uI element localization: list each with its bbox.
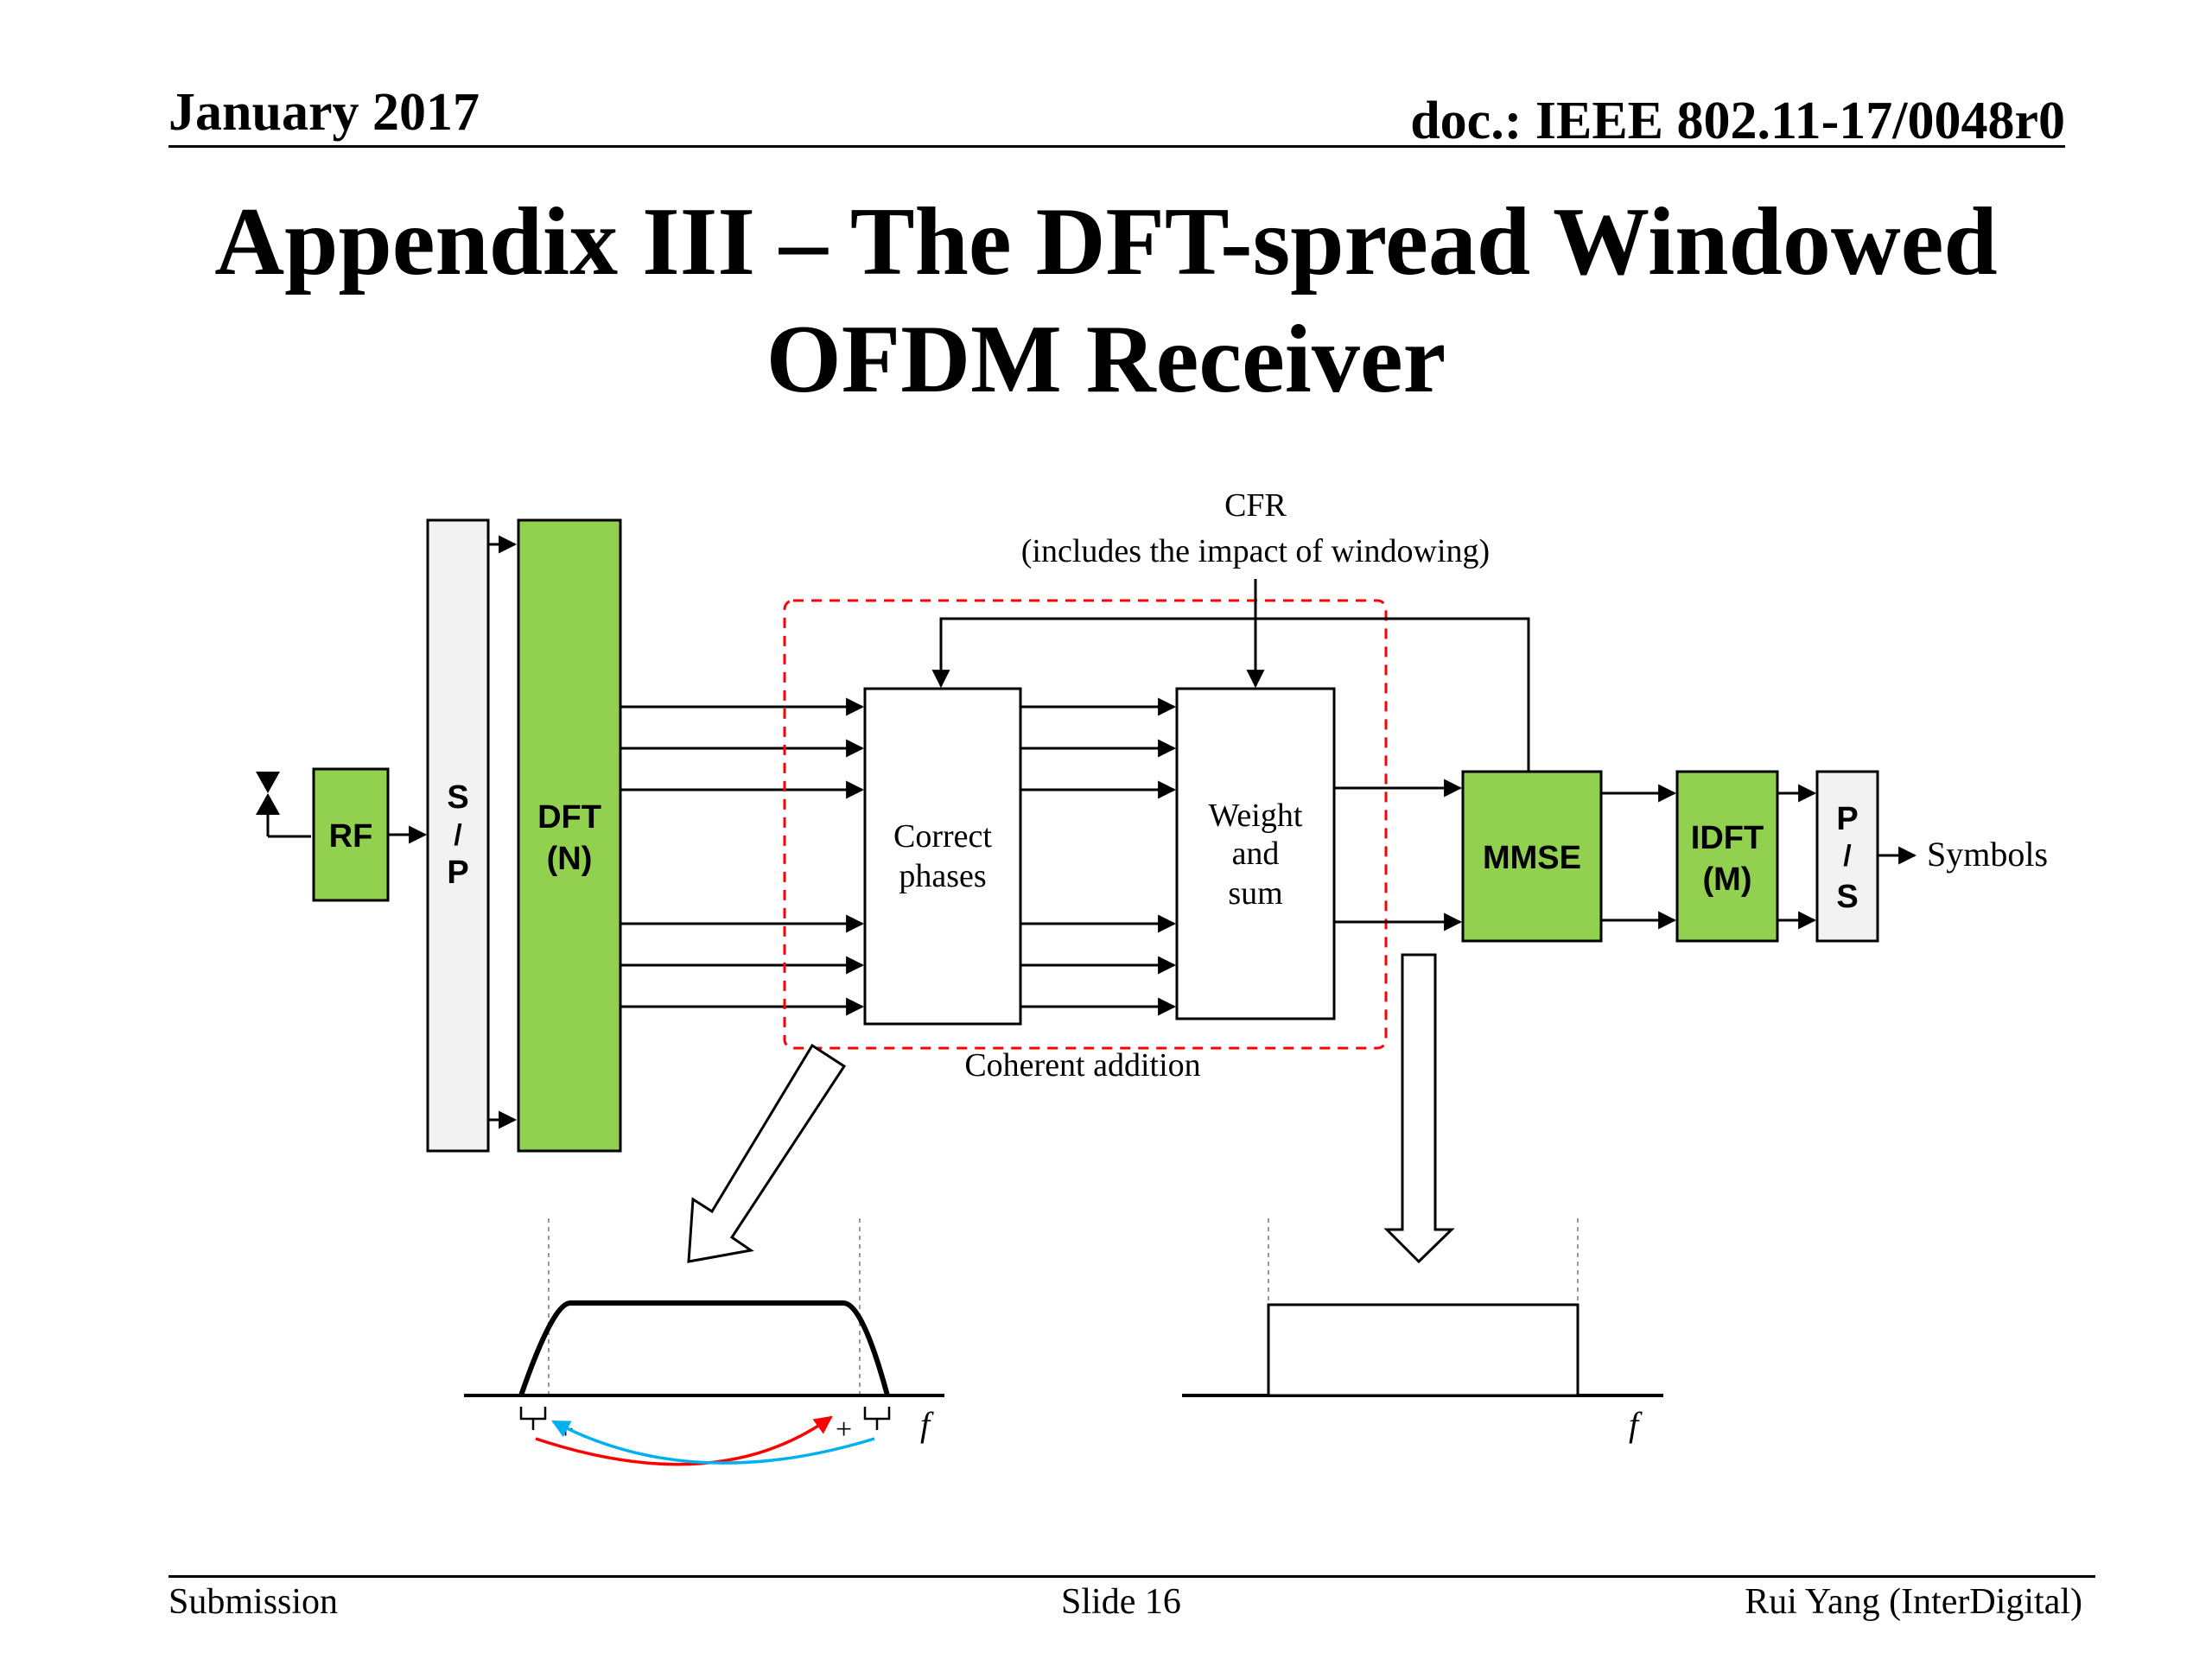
ps-label-top: P xyxy=(1836,801,1858,837)
symbols-label: Symbols xyxy=(1927,835,2048,874)
plus-right: + xyxy=(836,1414,852,1446)
antenna-icon xyxy=(256,772,311,838)
rf-label: RF xyxy=(329,818,373,855)
ps-label-bot: S xyxy=(1836,879,1858,915)
dft-block xyxy=(517,518,622,1153)
mmse-block xyxy=(1461,770,1603,943)
dft-output-arrows xyxy=(620,697,865,1016)
footer-rule xyxy=(168,1575,2095,1578)
correct-phases-line-1: Correct xyxy=(893,818,992,855)
title-line-2: OFDM Receiver xyxy=(766,306,1446,413)
title-line-1: Appendix III – The DFT-spread Windowed xyxy=(214,188,1998,296)
footer-slide-number: Slide 16 xyxy=(1061,1582,1181,1622)
idft-output-arrows xyxy=(1777,784,1817,930)
rf-block xyxy=(312,767,390,902)
coherent-addition-label: Coherent addition xyxy=(964,1047,1200,1084)
sp-label-bot: P xyxy=(447,855,468,891)
blue-fold-arc xyxy=(551,1420,875,1465)
weight-output-arrows xyxy=(1334,779,1463,931)
mmse-label: MMSE xyxy=(1483,840,1581,876)
hollow-arrow-left xyxy=(687,1043,847,1263)
coherent-addition-box xyxy=(783,599,1388,1050)
ps-label-mid: / xyxy=(1843,840,1852,873)
hollow-arrow-down xyxy=(1383,953,1455,1264)
header-doc-id: doc.: IEEE 802.11-17/0048r0 xyxy=(1410,92,2065,150)
windowed-spectrum-plot: + + f xyxy=(464,1218,944,1466)
dft-label-line-1: DFT xyxy=(537,799,601,836)
cfr-label: CFR xyxy=(1224,487,1287,524)
correct-output-arrows xyxy=(1020,697,1177,1016)
cfr-feedback-lines xyxy=(931,579,1530,771)
footer-submission: Submission xyxy=(168,1582,339,1622)
idft-label-line-2: (M) xyxy=(1703,861,1752,898)
rectangular-spectrum-plot: f xyxy=(1182,1218,1663,1444)
freq-label-right: f xyxy=(1629,1405,1643,1444)
weight-line-3: sum xyxy=(1228,875,1282,912)
idft-label-line-1: IDFT xyxy=(1691,820,1764,856)
dft-label-line-2: (N) xyxy=(547,841,593,877)
weight-line-1: Weight xyxy=(1209,798,1303,834)
header-date: January 2017 xyxy=(168,83,480,142)
correct-phases-block xyxy=(863,687,1022,1026)
idft-block xyxy=(1675,770,1779,943)
slide-title: Appendix III – The DFT-spread Windowed O… xyxy=(0,183,2212,418)
weight-and-sum-block xyxy=(1175,687,1336,1020)
weight-line-2: and xyxy=(1232,836,1280,872)
serial-to-parallel-block xyxy=(426,518,490,1153)
freq-label-left: f xyxy=(920,1405,934,1444)
mmse-output-arrows xyxy=(1601,784,1677,930)
parallel-to-serial-block xyxy=(1815,770,1879,943)
sp-label-mid: / xyxy=(454,819,462,852)
correct-phases-line-2: phases xyxy=(899,858,986,894)
header-rule xyxy=(168,145,2065,148)
footer-author: Rui Yang (InterDigital) xyxy=(1745,1582,2082,1622)
cfr-description: (includes the impact of windowing) xyxy=(1021,533,1490,569)
sp-label-top: S xyxy=(447,779,468,816)
